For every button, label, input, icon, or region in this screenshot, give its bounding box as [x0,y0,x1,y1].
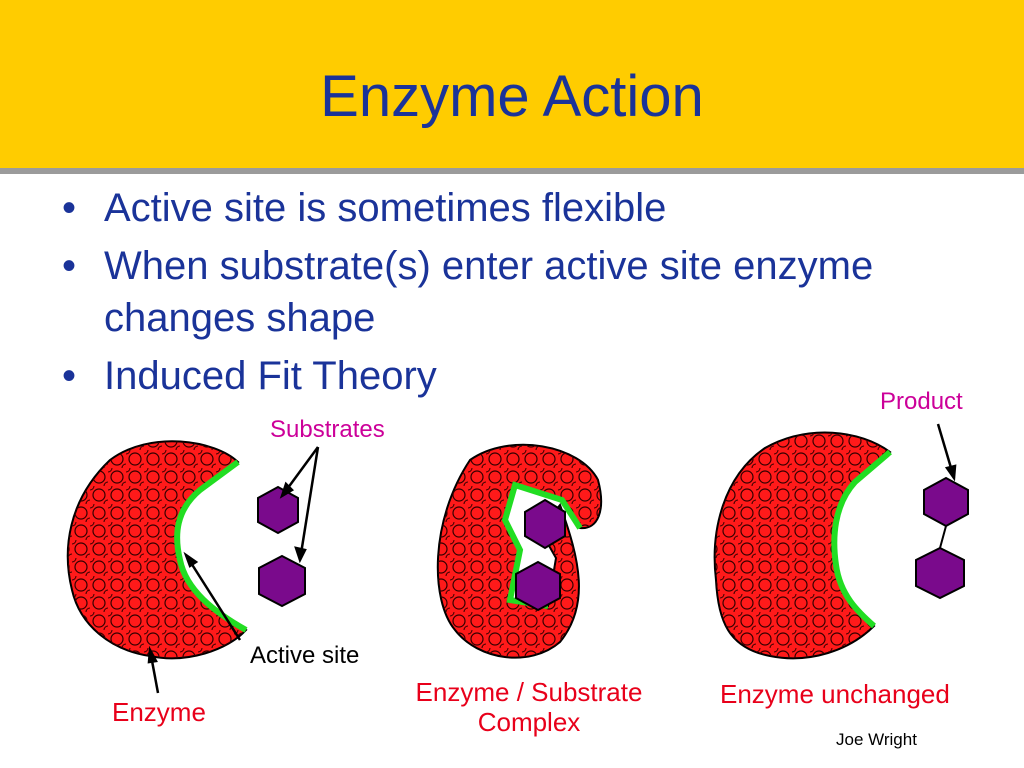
title-banner: Enzyme Action [0,0,1024,174]
bound-substrate [524,498,566,550]
bullet-item: • Induced Fit Theory [62,350,1012,402]
author-credit: Joe Wright [836,730,917,749]
active-site-edge [174,459,248,633]
bullet-text: Induced Fit Theory [104,354,437,398]
substrates-label: Substrates [270,416,385,443]
bullet-marker: • [62,186,77,230]
bullet-item: • Active site is sometimes flexible [62,182,1012,234]
active-site-edge [501,481,583,609]
bullet-item: • When substrate(s) enter active site en… [62,240,1012,344]
bullet-text: Active site is sometimes flexible [104,186,667,230]
product-arrow [936,423,957,482]
active-site-edge [831,449,892,629]
bullet-text: When substrate(s) enter active site enzy… [104,244,874,340]
enzyme-shape-right [713,431,892,660]
enzyme-unchanged-label: Enzyme unchanged [720,679,950,709]
bullet-list: • Active site is sometimes flexible • Wh… [62,182,1012,408]
complex-label-line1: Enzyme / Substrate [415,677,643,707]
slide-title: Enzyme Action [320,64,704,129]
product-label: Product [880,388,963,415]
bullet-marker: • [62,244,77,288]
enzyme-shape-left [66,440,248,660]
enzyme-label: Enzyme [112,697,206,727]
bound-substrate [515,560,561,612]
enzyme-shape-center [436,443,603,659]
active-site-label: Active site [250,642,360,669]
complex-label: Enzyme / Substrate Complex [398,677,660,738]
complex-label-line2: Complex [477,706,581,737]
substrate-hexagon-bottom [258,554,306,608]
product-hexagons [915,476,969,600]
bullet-marker: • [62,354,77,398]
pointer-arrows-left [147,446,320,694]
substrate-hexagon-top [257,485,299,535]
